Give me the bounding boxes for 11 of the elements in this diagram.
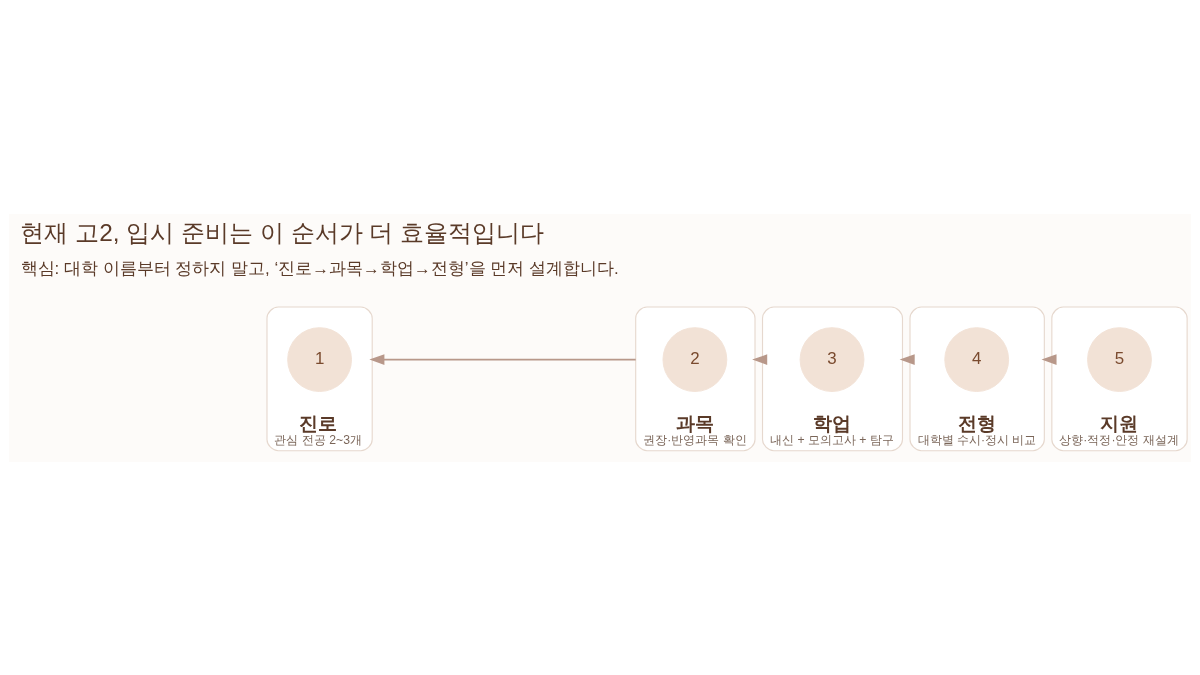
node-circle: 5 bbox=[1087, 326, 1152, 392]
node-circle: 1 bbox=[287, 326, 352, 392]
node-circle: 3 bbox=[799, 326, 865, 392]
arrow bbox=[899, 353, 915, 365]
arrow bbox=[1041, 353, 1057, 365]
node-circle: 2 bbox=[662, 326, 728, 392]
node-circle: 4 bbox=[944, 326, 1010, 392]
arrow bbox=[369, 353, 637, 365]
diagram-title: 현재 고2, 입시 준비는 이 순서가 더 효율적입니다 bbox=[20, 218, 545, 246]
caption: 핵심: 대학 이름부터 정하지 말고, ‘진로→과목→학업→전형’을 먼저 설계합니다. bbox=[20, 258, 619, 278]
arrow bbox=[752, 353, 768, 365]
